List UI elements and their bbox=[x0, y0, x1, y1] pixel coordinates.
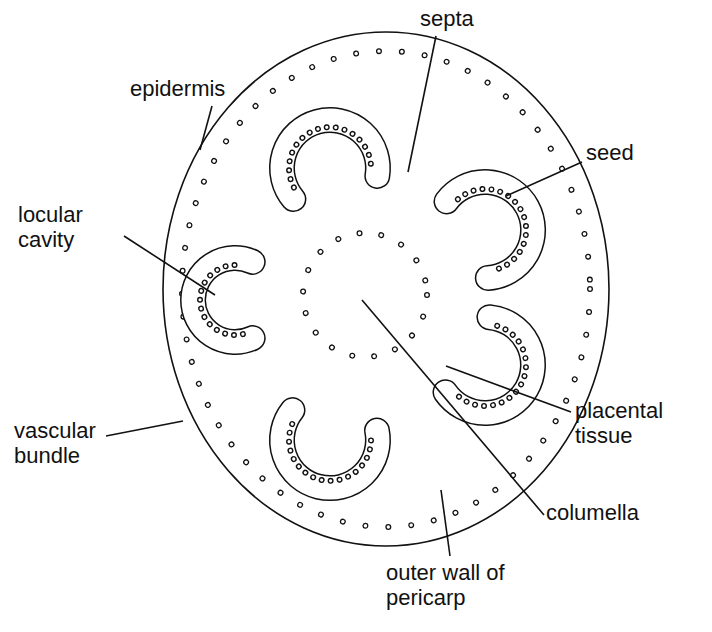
locule-cavity bbox=[282, 410, 378, 488]
leader-line bbox=[506, 162, 582, 196]
seed-row bbox=[289, 127, 371, 187]
locule-outline bbox=[193, 258, 253, 342]
part-label: locular cavity bbox=[18, 202, 126, 252]
seed-row bbox=[457, 326, 526, 406]
columella-dots-hollow bbox=[303, 233, 427, 357]
leader-line bbox=[200, 106, 212, 150]
locule-outlines bbox=[193, 120, 533, 488]
leader-line bbox=[124, 236, 215, 295]
part-label: septa bbox=[420, 6, 540, 31]
locule-outline bbox=[447, 182, 534, 278]
locule-outline bbox=[282, 120, 378, 199]
part-label: placental tissue bbox=[575, 398, 695, 448]
seed-row-hollow bbox=[458, 189, 526, 270]
leader-line bbox=[446, 366, 571, 412]
leader-line bbox=[441, 490, 450, 556]
fruit-outline bbox=[163, 32, 609, 546]
seeds bbox=[200, 127, 526, 481]
part-label: seed bbox=[586, 140, 696, 165]
locule-cavity bbox=[193, 258, 253, 342]
locule-outline bbox=[446, 317, 533, 413]
vascular-dots-hollow bbox=[182, 51, 590, 527]
seed-row-hollow bbox=[289, 422, 371, 481]
leader-line bbox=[408, 36, 436, 172]
part-label: columella bbox=[546, 500, 696, 525]
vascular-dots bbox=[182, 51, 590, 527]
seed-row-hollow bbox=[457, 326, 526, 406]
leader-line bbox=[106, 421, 183, 436]
part-label: outer wall of pericarp bbox=[386, 560, 556, 610]
columella-dots bbox=[303, 233, 427, 357]
locule-cavity bbox=[282, 120, 378, 199]
part-label: vascular bundle bbox=[14, 418, 114, 468]
seed-row bbox=[458, 189, 526, 270]
seed-row bbox=[200, 265, 243, 335]
part-label: epidermis bbox=[130, 76, 280, 101]
seed-row-hollow bbox=[289, 127, 371, 187]
leader-lines bbox=[106, 36, 582, 556]
seed-row-hollow bbox=[200, 265, 243, 335]
locule-outline bbox=[282, 410, 378, 488]
leader-line bbox=[362, 300, 544, 515]
locule-cavity bbox=[446, 317, 533, 413]
locule-cavity bbox=[447, 182, 534, 278]
seed-row bbox=[289, 422, 371, 481]
